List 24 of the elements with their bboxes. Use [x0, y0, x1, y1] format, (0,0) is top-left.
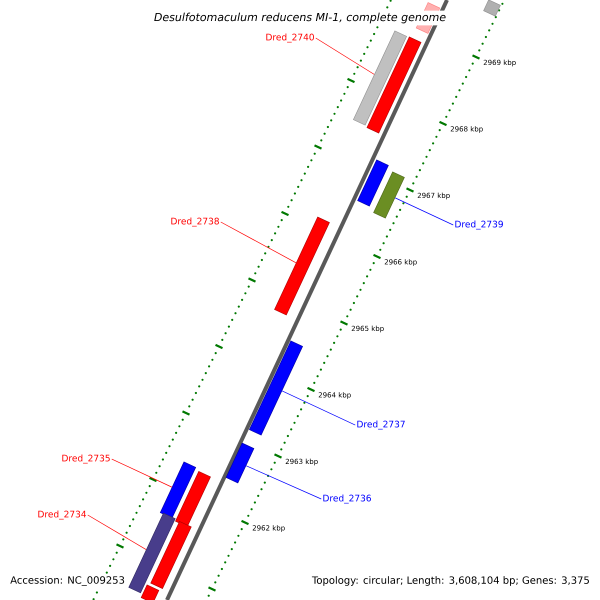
gene-label: Dred_2740: [266, 34, 314, 42]
gene-label: Dred_2739: [455, 220, 503, 230]
gene-label: Dred_2734: [38, 510, 86, 520]
leader-line: [220, 222, 296, 264]
gene-feature: [274, 216, 330, 316]
gene-feature: [140, 584, 160, 600]
map-title: Desulfotomaculum reducens MI-1, complete genome: [152, 10, 448, 26]
leader-line: [394, 198, 454, 226]
gene-feature: [128, 512, 176, 594]
gene-label: Dred_2738: [171, 218, 219, 226]
gene-feature: [150, 521, 192, 589]
leader-line: [111, 458, 172, 488]
leader-line: [246, 465, 322, 500]
leader-line: [87, 514, 146, 550]
leader-line: [315, 38, 375, 75]
gene-label: Dred_2735: [62, 454, 110, 464]
gene-feature: [483, 0, 501, 17]
genome-info-label: Topology: circular; Length: 3,608,104 bp; Genes: 3,375: [310, 575, 591, 587]
gene-feature: [366, 36, 422, 134]
accession-label: Accession: NC_009253: [9, 575, 126, 587]
gene-label: Dred_2737: [357, 420, 405, 430]
leader-line: [282, 390, 356, 426]
gene-feature: [226, 442, 254, 484]
gene-label: Dred_2736: [323, 494, 371, 504]
